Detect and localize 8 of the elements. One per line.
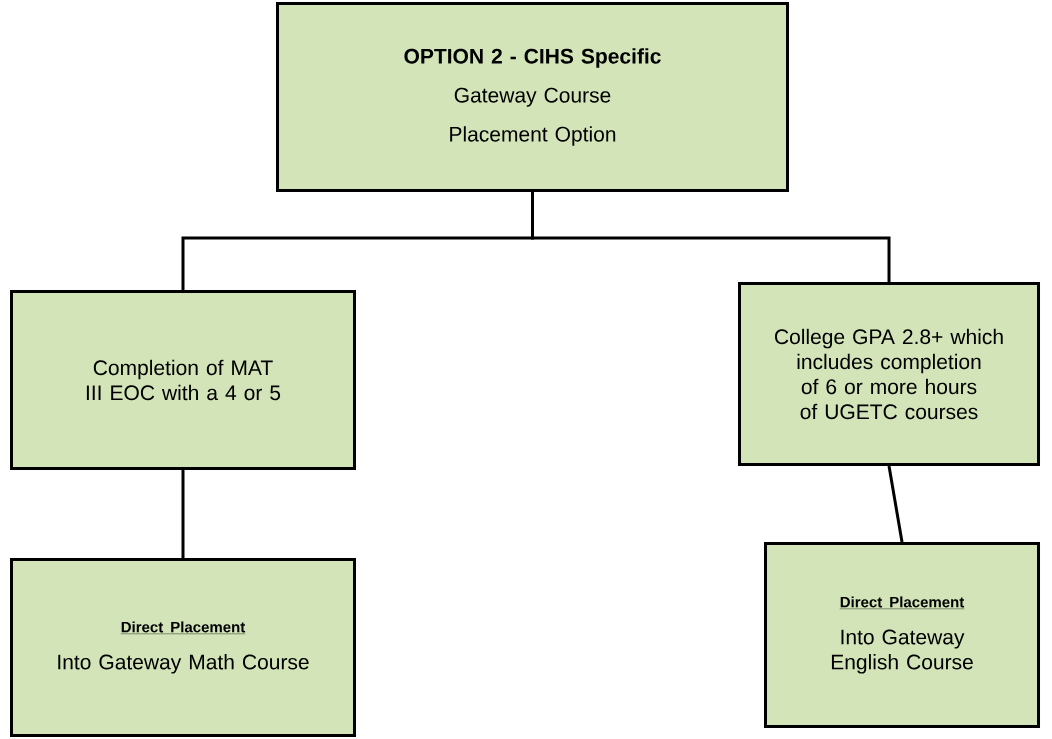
connector-line [181, 470, 185, 558]
process-box: Direct Placement Into Gateway Math Course [10, 558, 356, 737]
process-box: College GPA 2.8+ which includes completion of 6 or more hours of UGETC courses [738, 282, 1040, 466]
process-box: OPTION 2 - CIHS Specific Gateway Course Placement Option [276, 2, 789, 192]
connector-line [887, 465, 904, 543]
process-box: Direct Placement Into Gateway English Course [764, 542, 1040, 728]
process-box: Completion of MAT III EOC with a 4 or 5 [10, 290, 356, 470]
connector-line [531, 192, 891, 282]
